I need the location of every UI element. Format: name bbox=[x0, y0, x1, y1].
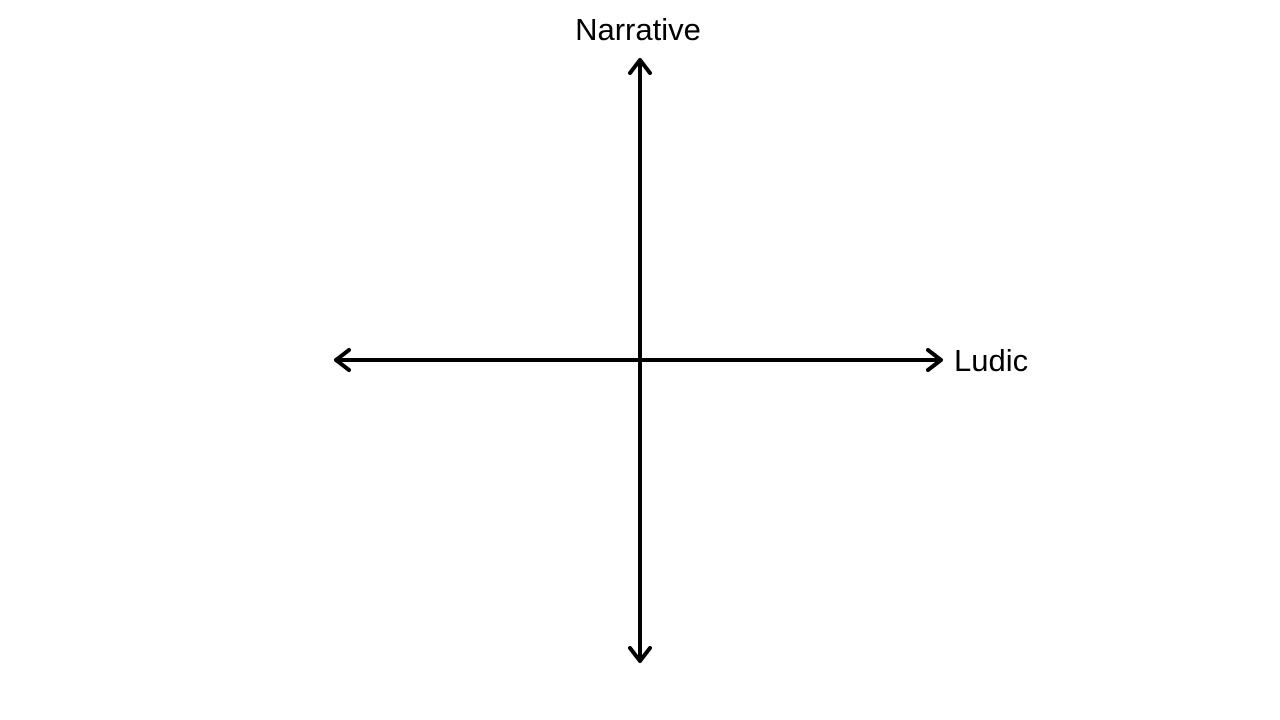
narrative-axis-label: Narrative bbox=[575, 12, 701, 47]
left-arrowhead bbox=[334, 348, 351, 372]
top-arrowhead bbox=[628, 58, 652, 75]
bottom-arrowhead bbox=[628, 646, 652, 663]
right-arrowhead bbox=[926, 348, 943, 372]
ludic-axis-label: Ludic bbox=[954, 343, 1029, 378]
